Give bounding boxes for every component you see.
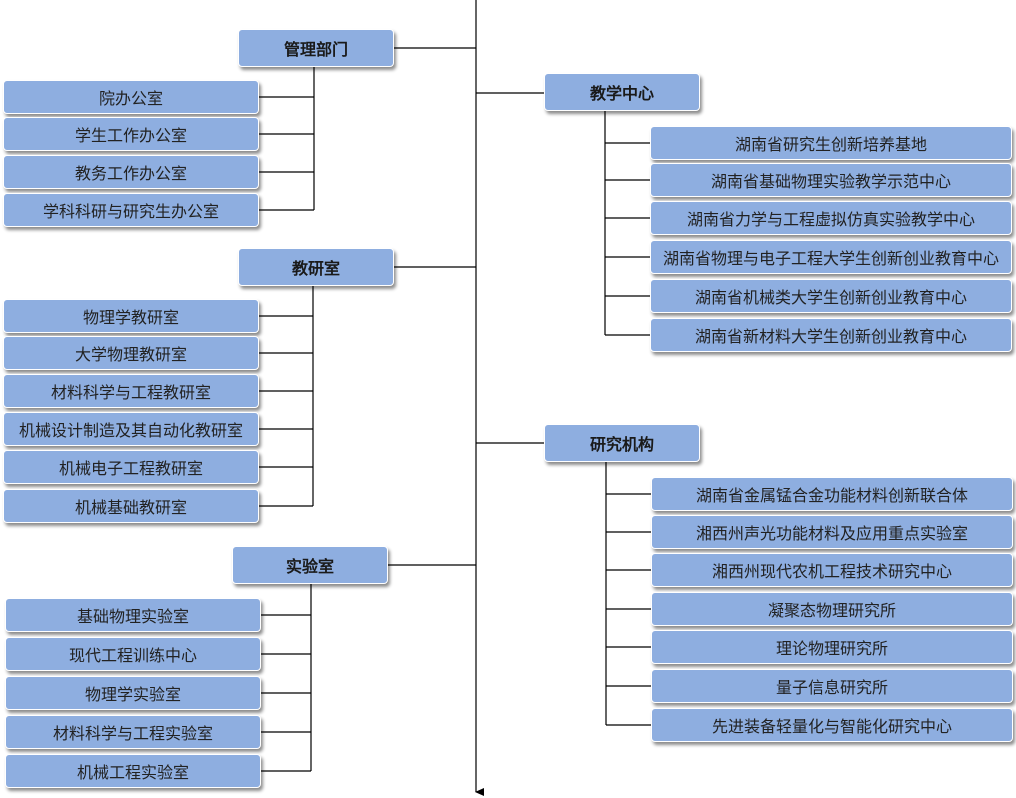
unit-box-management: 院办公室 <box>3 80 259 114</box>
unit-box-research-institute: 凝聚态物理研究所 <box>651 592 1013 626</box>
unit-box-management: 教务工作办公室 <box>3 155 259 189</box>
unit-box-teaching-research: 材料科学与工程教研室 <box>3 374 259 408</box>
group-title-research-institute: 研究机构 <box>544 424 700 462</box>
unit-box-teaching-center: 湖南省研究生创新培养基地 <box>650 126 1012 160</box>
unit-box-research-institute: 先进装备轻量化与智能化研究中心 <box>651 708 1013 742</box>
unit-box-teaching-research: 机械电子工程教研室 <box>3 450 259 484</box>
unit-box-teaching-research: 大学物理教研室 <box>3 336 259 370</box>
unit-box-research-institute: 湘西州现代农机工程技术研究中心 <box>651 553 1013 587</box>
unit-box-teaching-research: 物理学教研室 <box>3 299 259 333</box>
unit-box-teaching-center: 湖南省物理与电子工程大学生创新创业教育中心 <box>650 240 1012 274</box>
group-title-laboratory: 实验室 <box>232 546 388 584</box>
unit-box-teaching-center: 湖南省力学与工程虚拟仿真实验教学中心 <box>650 201 1012 235</box>
group-title-teaching-center: 教学中心 <box>544 73 700 111</box>
unit-box-laboratory: 基础物理实验室 <box>5 598 261 632</box>
unit-box-research-institute: 理论物理研究所 <box>651 630 1013 664</box>
unit-box-laboratory: 物理学实验室 <box>5 676 261 710</box>
unit-box-laboratory: 材料科学与工程实验室 <box>5 715 261 749</box>
unit-box-management: 学生工作办公室 <box>3 117 259 151</box>
unit-box-teaching-center: 湖南省新材料大学生创新创业教育中心 <box>650 318 1012 352</box>
unit-box-laboratory: 现代工程训练中心 <box>5 637 261 671</box>
group-title-teaching-research: 教研室 <box>238 248 394 286</box>
unit-box-management: 学科科研与研究生办公室 <box>3 193 259 227</box>
unit-box-research-institute: 量子信息研究所 <box>651 669 1013 703</box>
unit-box-laboratory: 机械工程实验室 <box>5 754 261 788</box>
unit-box-research-institute: 湘西州声光功能材料及应用重点实验室 <box>651 515 1013 549</box>
unit-box-teaching-center: 湖南省机械类大学生创新创业教育中心 <box>650 279 1012 313</box>
unit-box-teaching-center: 湖南省基础物理实验教学示范中心 <box>650 163 1012 197</box>
unit-box-teaching-research: 机械设计制造及其自动化教研室 <box>3 412 259 446</box>
unit-box-teaching-research: 机械基础教研室 <box>3 489 259 523</box>
group-title-management: 管理部门 <box>238 29 394 67</box>
unit-box-research-institute: 湖南省金属锰合金功能材料创新联合体 <box>651 477 1013 511</box>
